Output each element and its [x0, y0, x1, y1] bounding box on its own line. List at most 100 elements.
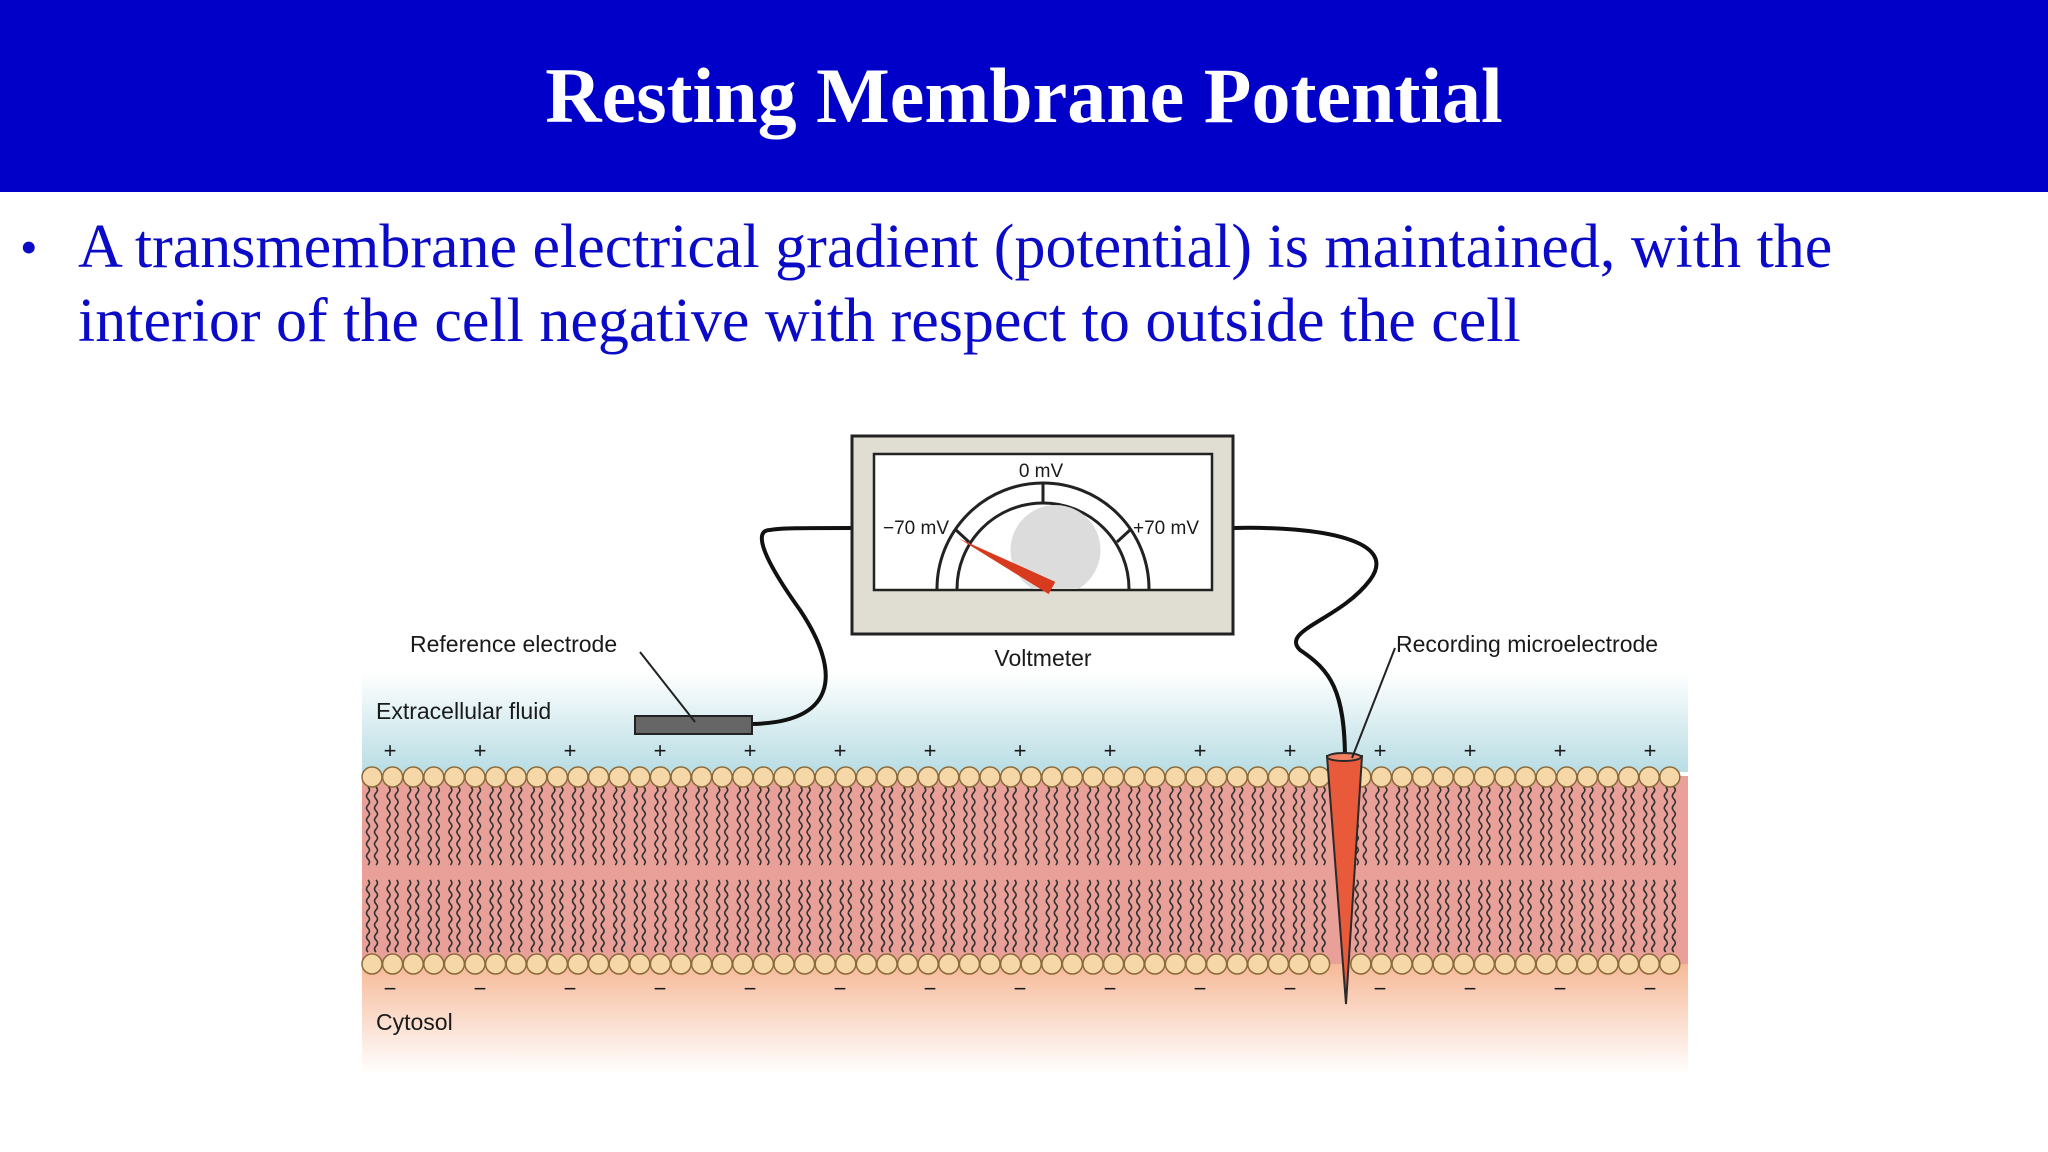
- lipid-tail: [1230, 786, 1236, 866]
- lipid-tail: [1177, 879, 1182, 953]
- lipid-tail: [901, 879, 906, 953]
- lipid-tail: [1094, 786, 1100, 866]
- lipid-head: [1370, 766, 1393, 788]
- lipid-head: [711, 953, 733, 975]
- lipid-tail: [1547, 879, 1553, 953]
- negative-charge: −: [1644, 976, 1657, 1001]
- lipid-head: [876, 766, 898, 788]
- recording-wire: [1232, 525, 1379, 761]
- lipid-tail: [530, 786, 536, 866]
- lipid-tail: [1457, 786, 1463, 866]
- lipid-head: [423, 766, 445, 788]
- lipid-head: [1020, 766, 1042, 788]
- lipid-tail: [1506, 879, 1512, 953]
- lipid-tail: [1547, 786, 1553, 866]
- lipid-tail: [1560, 879, 1566, 953]
- lipid-tail: [538, 879, 544, 953]
- lipid-tail: [1539, 786, 1545, 866]
- lipid-tail: [991, 786, 997, 866]
- negative-charge: −: [834, 976, 847, 1001]
- lipid-tail: [1259, 786, 1265, 866]
- lipid-tail: [476, 879, 482, 953]
- lipid-tail: [1424, 786, 1429, 866]
- lipid-tail: [1362, 879, 1368, 953]
- lipid-head: [587, 953, 610, 975]
- lipid-head: [361, 953, 383, 975]
- lipid-tail: [674, 786, 680, 866]
- lipid-head: [505, 766, 527, 788]
- lipid-tail: [1465, 879, 1471, 953]
- lipid-tail: [1197, 786, 1203, 866]
- lipid-tail: [1107, 786, 1112, 866]
- lipid-head: [1411, 766, 1434, 788]
- lipid-head: [1082, 766, 1104, 788]
- lipid-head: [793, 766, 816, 788]
- microelectrode-top: [1326, 752, 1362, 762]
- lipid-tail: [1053, 786, 1059, 866]
- lipid-tail: [1589, 879, 1594, 953]
- lipid-head: [1247, 953, 1269, 975]
- lipid-head: [1432, 953, 1454, 975]
- lipid-head: [732, 953, 754, 975]
- lipid-head: [1082, 953, 1104, 975]
- lipid-tail: [592, 879, 597, 953]
- lipid-tail: [456, 786, 461, 866]
- lipid-tail: [1478, 879, 1483, 953]
- lipid-tail: [1436, 879, 1442, 953]
- lipid-tail: [1032, 879, 1038, 953]
- lipid-head: [1288, 953, 1310, 975]
- lipid-tail: [860, 879, 865, 953]
- lipid-tail: [757, 879, 762, 953]
- lipid-tail: [633, 786, 639, 866]
- lipid-tail: [847, 879, 853, 953]
- lipid-tail: [1506, 786, 1512, 866]
- lipid-head: [1267, 766, 1290, 788]
- lipid-head: [1494, 766, 1516, 788]
- lipid-tail: [1189, 879, 1195, 953]
- lipid-tail: [695, 786, 700, 866]
- lipid-tail: [1457, 879, 1463, 953]
- lipid-head: [979, 953, 1001, 975]
- lipid-head: [1144, 953, 1166, 975]
- lipid-head: [773, 953, 795, 975]
- lipid-head: [855, 953, 878, 975]
- lipid-tail: [1156, 879, 1162, 953]
- lipid-tail: [365, 879, 371, 953]
- lipid-tail: [571, 879, 577, 953]
- lipid-head: [1061, 953, 1084, 975]
- lipid-tail: [559, 786, 564, 866]
- positive-charge: +: [384, 738, 397, 763]
- lipid-head: [917, 766, 939, 788]
- lipid-tail: [682, 786, 688, 866]
- lipid-head: [1514, 953, 1537, 975]
- lipid-tail: [1478, 786, 1483, 866]
- lipid-tail: [1148, 879, 1154, 953]
- lipid-head: [1061, 766, 1084, 788]
- lipid-tail: [1486, 879, 1491, 953]
- scale-zero-label: 0 mV: [1019, 461, 1064, 482]
- lipid-tail: [983, 879, 989, 953]
- lipid-tail: [571, 786, 577, 866]
- lipid-tail: [1498, 786, 1504, 866]
- lipid-head: [1123, 766, 1145, 788]
- lipid-head: [1102, 953, 1125, 975]
- negative-charge: −: [564, 976, 577, 1001]
- lipid-tail: [1362, 786, 1368, 866]
- lipid-tail: [785, 879, 791, 953]
- lipid-tail: [538, 786, 544, 866]
- lipid-tail: [427, 786, 433, 866]
- lipid-tail: [1498, 879, 1504, 953]
- lipid-head: [1308, 953, 1331, 975]
- lipid-tail: [1444, 879, 1450, 953]
- lipid-tail: [971, 786, 976, 866]
- lipid-tail: [641, 786, 647, 866]
- lipid-tail: [1169, 786, 1174, 866]
- voltmeter-icon: [850, 434, 1235, 636]
- positive-charge: +: [1374, 738, 1387, 763]
- lipid-tail: [888, 879, 894, 953]
- reference-electrode-label: Reference electrode: [410, 631, 617, 657]
- lipid-tail: [868, 879, 873, 953]
- lipid-head: [1370, 953, 1393, 975]
- recording-electrode-label: Recording microelectrode: [1396, 631, 1658, 657]
- lipid-tail: [1259, 879, 1265, 953]
